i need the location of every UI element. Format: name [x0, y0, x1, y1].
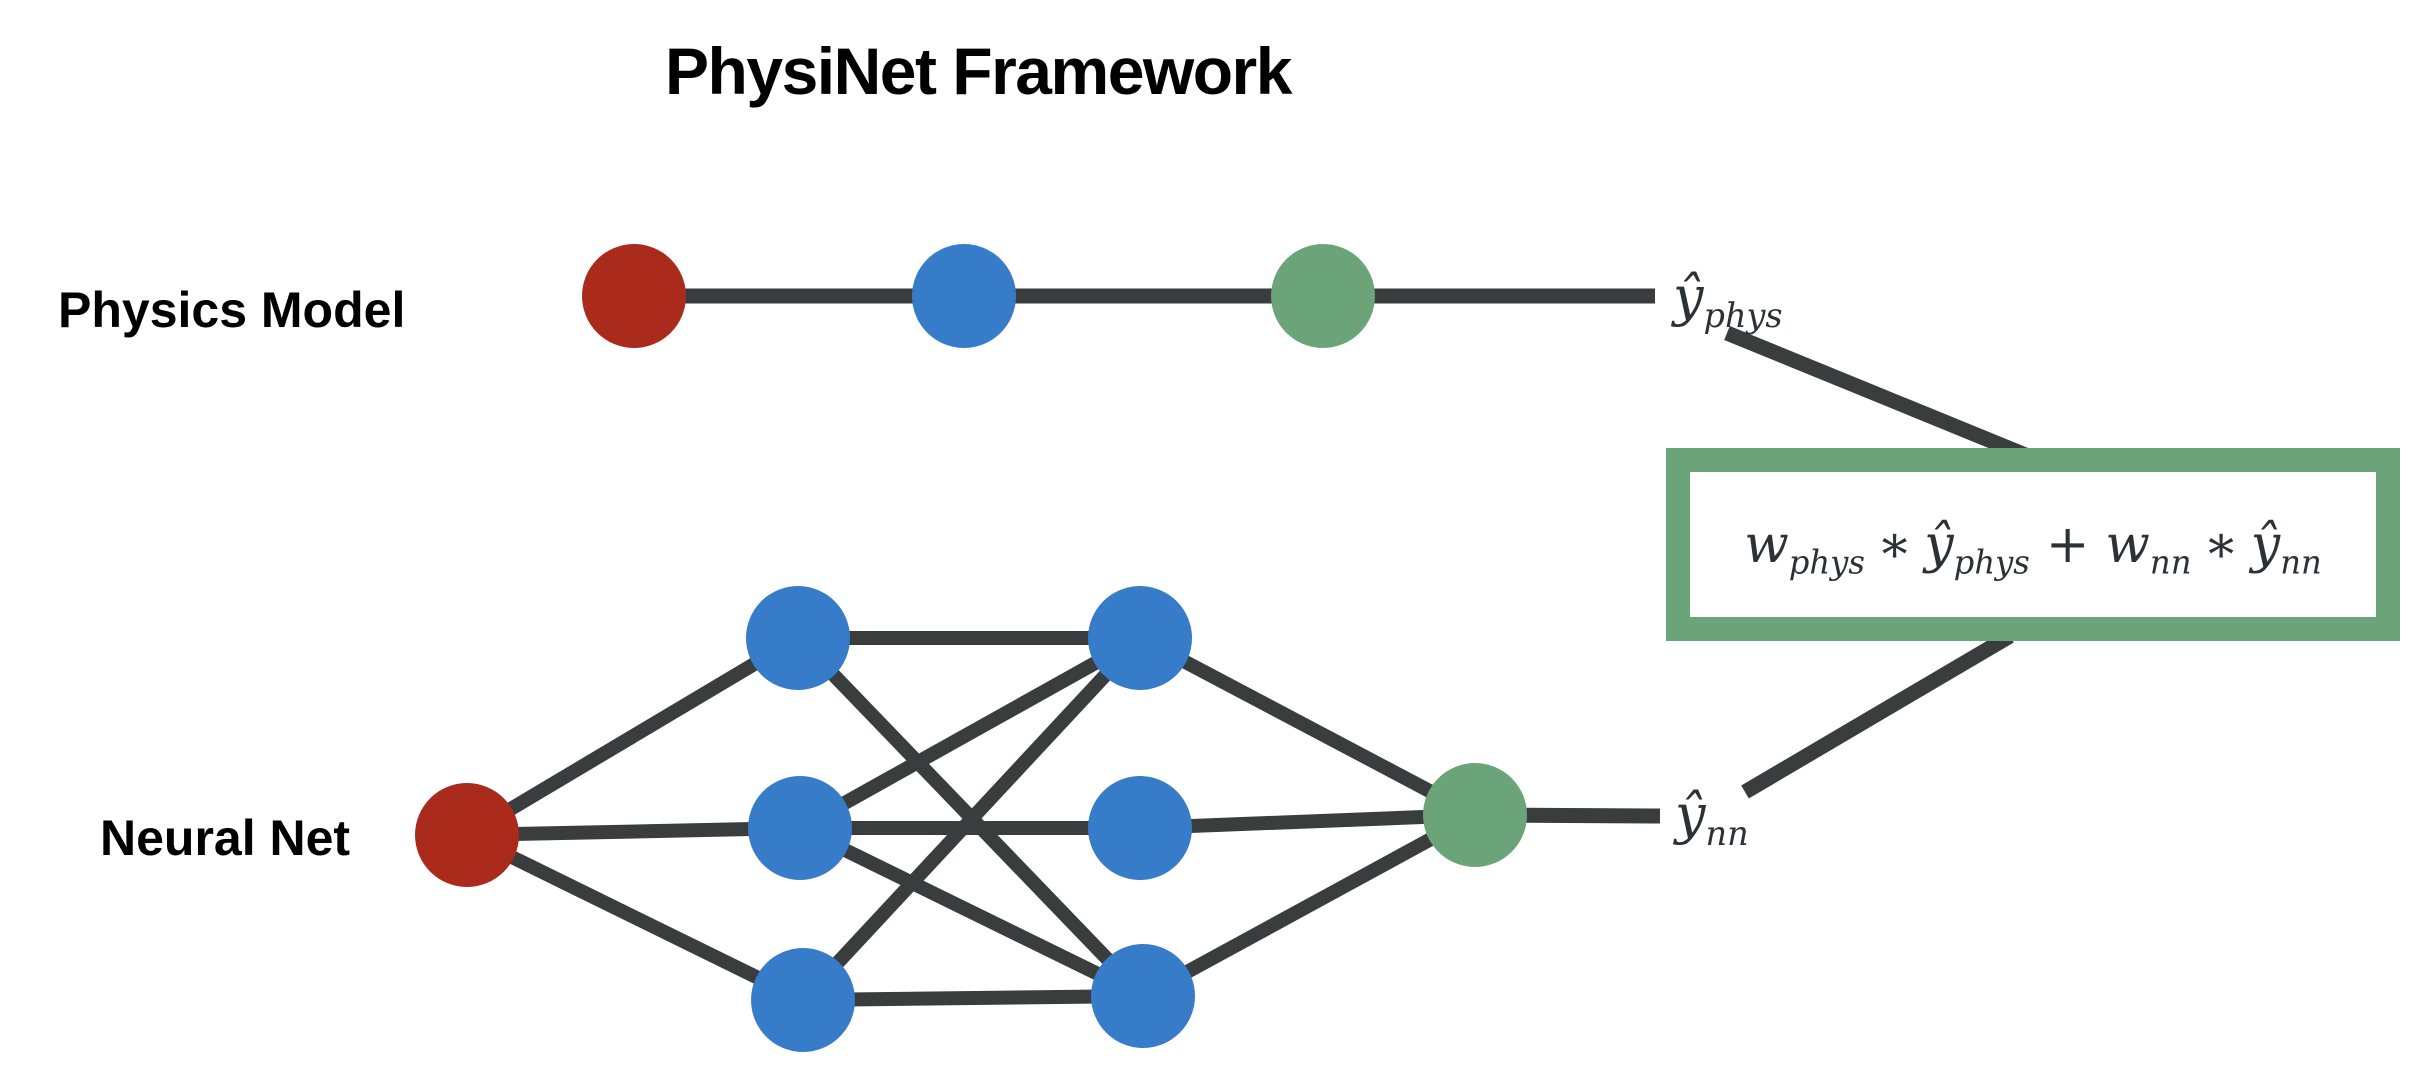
y-hat-phys-base: ŷ	[1673, 265, 1704, 328]
nn-hidden2-top-node	[1088, 586, 1192, 690]
nn-edge	[796, 821, 1147, 1003]
formula-w-phys-sub: phys	[1788, 543, 1865, 582]
y-hat-nn-label: ŷnn	[1675, 788, 1749, 851]
y-hat-nn-subscript: nn	[1705, 813, 1749, 853]
nn-output-node	[1423, 763, 1527, 867]
nn-edge	[463, 631, 802, 842]
physics-middle-node	[912, 244, 1016, 348]
nn-edge	[796, 631, 1144, 835]
combiner-connectors	[1724, 326, 2048, 799]
combiner-formula: wphys∗ŷphys+wnn∗ŷnn	[1744, 519, 2321, 579]
nn-hidden2-middle-node	[1088, 776, 1192, 880]
diagram-title: PhysiNet Framework	[665, 34, 1292, 108]
nn-graph	[415, 586, 1661, 1052]
nn-edge	[463, 828, 807, 1007]
physics-output-node	[1271, 244, 1375, 348]
nn-edge	[802, 989, 1144, 1007]
y-hat-phys-subscript: phys	[1703, 295, 1783, 335]
formula-plus: +	[2045, 515, 2090, 575]
connector-yphys-to-box	[1724, 326, 2048, 470]
nn-input-node	[415, 783, 519, 887]
combiner-box	[1666, 448, 2400, 641]
formula-y-nn: ŷ	[2250, 515, 2281, 575]
connector-box-to-ynn	[1741, 629, 2014, 799]
nn-edge	[1139, 808, 1479, 1003]
formula-times-2: ∗	[2203, 515, 2239, 575]
nn-hidden1-middle-node	[748, 776, 852, 880]
formula-w-nn-sub: nn	[2149, 543, 2192, 582]
physics-input-node	[582, 244, 686, 348]
formula-y-nn-sub: nn	[2280, 543, 2322, 582]
y-hat-phys-label: ŷphys	[1673, 270, 1783, 333]
physics-chain	[582, 244, 1655, 348]
nn-edge	[1136, 631, 1479, 822]
nn-hidden1-top-node	[746, 586, 850, 690]
nn-hidden1-bottom-node	[751, 948, 855, 1052]
formula-y-phys: ŷ	[1924, 515, 1954, 575]
formula-times-1: ∗	[1876, 515, 1913, 575]
physics-model-label: Physics Model	[58, 282, 406, 338]
nn-edge	[1139, 808, 1476, 835]
formula-y-phys-sub: phys	[1953, 543, 2030, 582]
nn-edge	[466, 821, 801, 842]
neural-net-label: Neural Net	[100, 810, 351, 866]
y-hat-nn-base: ŷ	[1675, 783, 1706, 846]
nn-hidden2-bottom-node	[1091, 944, 1195, 1048]
formula-w-nn: w	[2105, 515, 2150, 575]
nn-edge	[797, 633, 1146, 1005]
formula-w-phys: w	[1744, 515, 1789, 575]
